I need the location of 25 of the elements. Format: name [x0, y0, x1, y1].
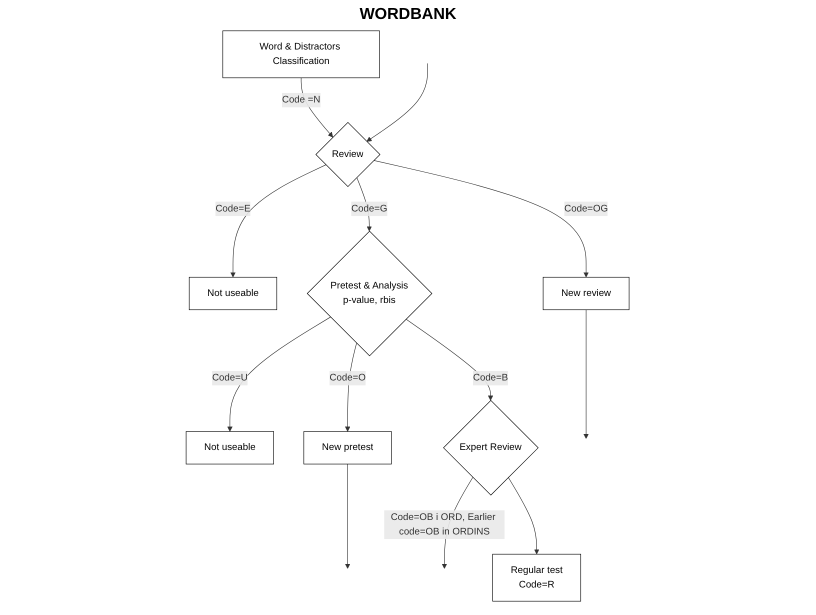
node-box: Regular test Code=R	[492, 554, 582, 602]
arrow	[230, 164, 327, 278]
arrow	[584, 309, 590, 439]
node-box: Word & Distractors Classification	[222, 30, 380, 78]
node-box: New pretest	[304, 431, 392, 464]
arrow	[228, 316, 332, 432]
node-diamond: Expert Review	[443, 400, 540, 496]
edge-label: Code=E	[216, 203, 251, 214]
arrow	[366, 63, 428, 142]
arrow	[508, 477, 540, 554]
edge-label: Code=O	[330, 372, 366, 383]
arrow	[345, 464, 351, 569]
node-diamond: Review	[316, 122, 381, 187]
edge-label: Code=B	[473, 372, 509, 383]
node-box: New review	[543, 276, 630, 310]
edge-label: Code=G	[352, 203, 388, 214]
node-box: Not useable	[189, 276, 278, 310]
node-box: Not useable	[186, 431, 274, 464]
edge-label: Code=OG	[564, 203, 608, 214]
node-diamond: Pretest & Analysis p-value, rbis	[307, 230, 433, 356]
arrow	[374, 160, 590, 278]
diagram-title: WORDBANK	[358, 6, 458, 24]
edge-label: Code =N	[282, 94, 321, 105]
edge-label: Code=OB i ORD, Earlier code=OB in ORDINS	[391, 512, 496, 537]
edge-label: Code=U	[212, 372, 248, 383]
